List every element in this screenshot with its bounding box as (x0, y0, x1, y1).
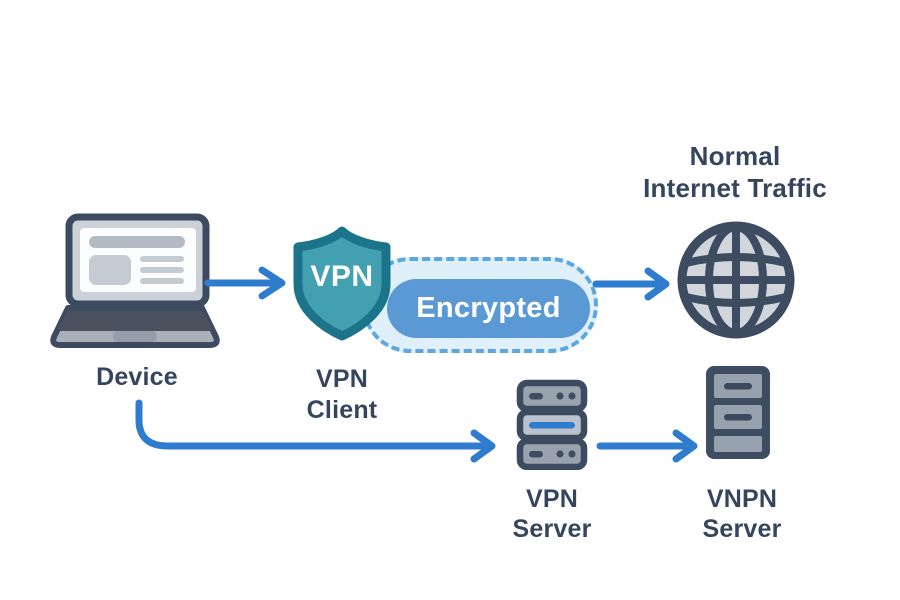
screen-text-line (140, 256, 184, 262)
laptop-touchpad-notch (113, 331, 157, 342)
rack-server-svg (516, 379, 588, 470)
vpn-server-label: VPN Server (482, 484, 622, 544)
vpn-server-label-line1: VPN (525, 485, 578, 513)
shield-shape (293, 226, 391, 341)
screen-header-bar (89, 236, 185, 248)
encrypted-pill: Encrypted (387, 279, 590, 338)
screen-text-line (140, 267, 184, 273)
vpn-server-label-line2: Server (512, 515, 592, 543)
rack-server-icon (516, 379, 588, 470)
arrow-tunnel-to-internet (592, 267, 670, 301)
globe-grid (679, 223, 793, 337)
internet-traffic-label-line1: Normal (689, 141, 781, 171)
encrypted-tunnel-capsule: Encrypted (362, 257, 598, 353)
internet-traffic-label: Normal Internet Traffic (615, 140, 855, 204)
laptop-svg (50, 213, 220, 348)
laptop-icon (47, 210, 223, 352)
screen-text-line (140, 278, 184, 284)
shield-icon: VPN (289, 226, 395, 341)
rack-unit-bottom (516, 437, 588, 470)
globe-svg (677, 221, 795, 339)
encrypted-label: Encrypted (416, 292, 561, 324)
tower-dash-middle (724, 414, 752, 421)
arrow-vpn-server-to-vnpn-server (596, 429, 698, 463)
tower-server-svg (706, 366, 770, 459)
screen-image-block (89, 255, 131, 285)
tower-dash-top (724, 383, 752, 390)
vnpn-server-label-line2: Server (702, 515, 782, 543)
device-label: Device (96, 363, 178, 391)
vpn-client-label-line1: VPN (315, 365, 368, 393)
rack-top-details (529, 392, 576, 400)
shield-svg (293, 226, 391, 341)
vnpn-server-label-line1: VNPN (706, 485, 778, 513)
vpn-badge: VPN (310, 260, 374, 293)
rack-led-bar (529, 422, 575, 429)
rack-bottom-details (529, 450, 576, 458)
internet-traffic-label-line2: Internet Traffic (643, 173, 827, 203)
tower-panel-bottom (714, 436, 762, 452)
tower-server-icon (704, 364, 772, 461)
globe-icon (677, 221, 795, 339)
laptop-keyboard (58, 311, 212, 331)
vpn-client-label: VPN Client (272, 364, 412, 426)
vpn-client-label-line2: Client (306, 396, 378, 424)
vnpn-server-label: VNPN Server (672, 484, 812, 544)
